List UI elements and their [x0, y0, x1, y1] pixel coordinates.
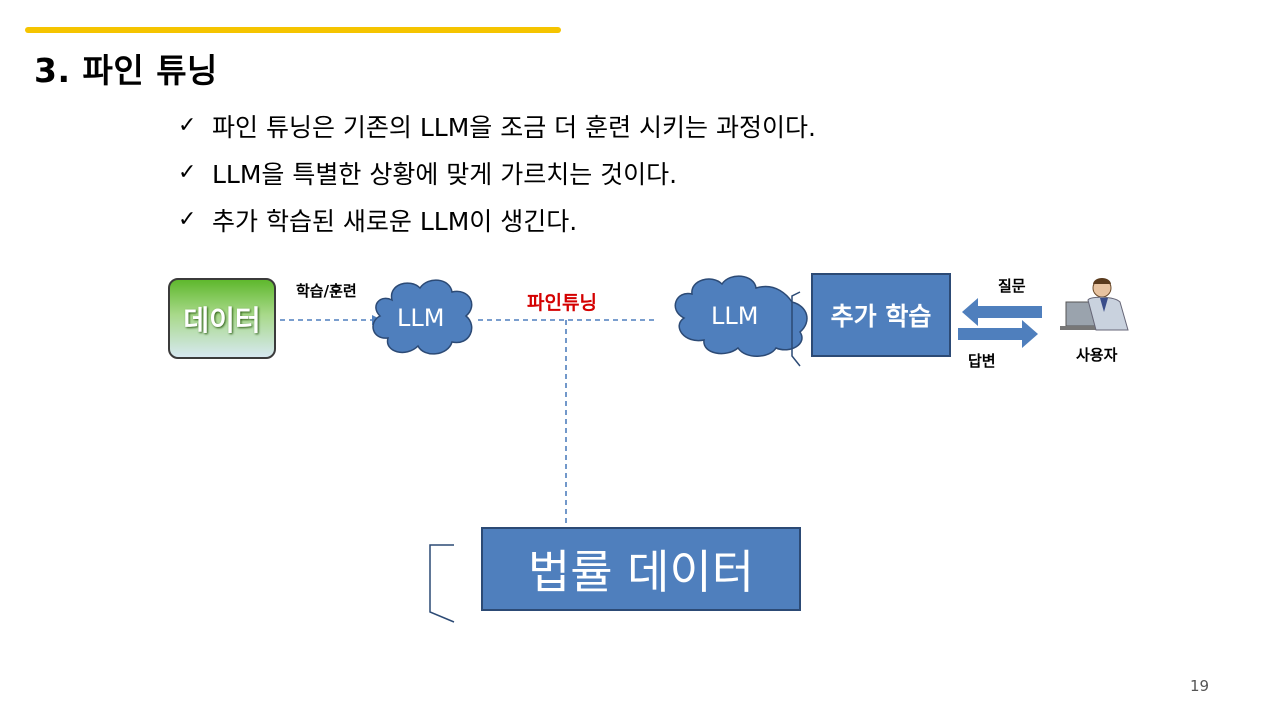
- bullet-text: 추가 학습된 새로운 LLM이 생긴다.: [212, 206, 578, 236]
- cloud-right: [674, 275, 808, 357]
- check-icon: ✓: [178, 160, 197, 185]
- user-icon: [1060, 278, 1129, 331]
- check-icon: ✓: [178, 113, 197, 138]
- extra-training-box: 추가 학습: [811, 273, 951, 357]
- train-label: 학습/훈련: [296, 282, 357, 300]
- bracket-right: [791, 291, 801, 367]
- bullet-item: ✓ 추가 학습된 새로운 LLM이 생긴다.: [178, 196, 816, 243]
- question-arrow: [962, 298, 1042, 326]
- llm-left-label: LLM: [397, 304, 445, 332]
- slide-title: 3. 파인 튜닝: [34, 51, 218, 90]
- finetune-label: 파인튜닝: [527, 292, 597, 314]
- data-box: 데이터: [168, 278, 276, 359]
- cloud-left: [372, 279, 473, 355]
- bullet-text: LLM을 특별한 상황에 맞게 가르치는 것이다.: [212, 159, 678, 189]
- bullet-item: ✓ 파인 튜닝은 기존의 LLM을 조금 더 훈련 시키는 과정이다.: [178, 102, 816, 149]
- check-icon: ✓: [178, 207, 197, 232]
- page-number: 19: [1190, 677, 1210, 695]
- llm-right-label: LLM: [711, 302, 759, 330]
- answer-arrow: [958, 320, 1038, 348]
- question-label: 질문: [998, 277, 1026, 295]
- user-label: 사용자: [1076, 346, 1118, 364]
- bracket-law: [429, 544, 455, 623]
- law-data-box: 법률 데이터: [481, 527, 801, 611]
- answer-label: 답변: [968, 352, 996, 370]
- bullet-list: ✓ 파인 튜닝은 기존의 LLM을 조금 더 훈련 시키는 과정이다. ✓ LL…: [178, 102, 816, 243]
- accent-bar: [25, 27, 561, 33]
- bullet-text: 파인 튜닝은 기존의 LLM을 조금 더 훈련 시키는 과정이다.: [212, 112, 816, 142]
- bullet-item: ✓ LLM을 특별한 상황에 맞게 가르치는 것이다.: [178, 149, 816, 196]
